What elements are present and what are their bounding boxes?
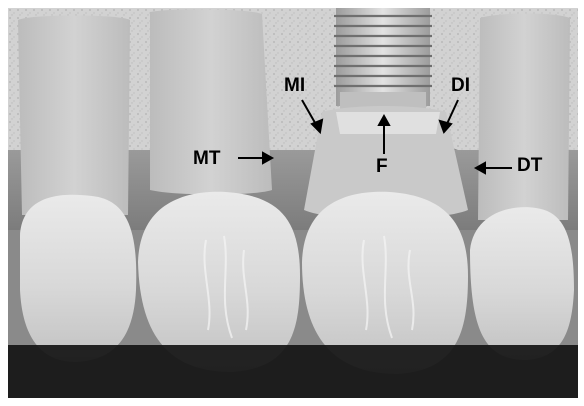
label-f: F xyxy=(376,157,388,176)
label-mi: MI xyxy=(284,76,305,95)
label-di: DI xyxy=(451,76,470,95)
label-dt: DT xyxy=(517,156,542,175)
lateral-incisor-crown-right xyxy=(470,207,574,360)
implant-fixture xyxy=(334,8,432,110)
lateral-incisor-root-left xyxy=(18,16,130,216)
label-mt: MT xyxy=(193,149,220,168)
lateral-incisor-root-right xyxy=(478,14,570,221)
central-incisor-crown-left xyxy=(138,192,300,372)
lateral-incisor-crown-left xyxy=(20,195,136,362)
